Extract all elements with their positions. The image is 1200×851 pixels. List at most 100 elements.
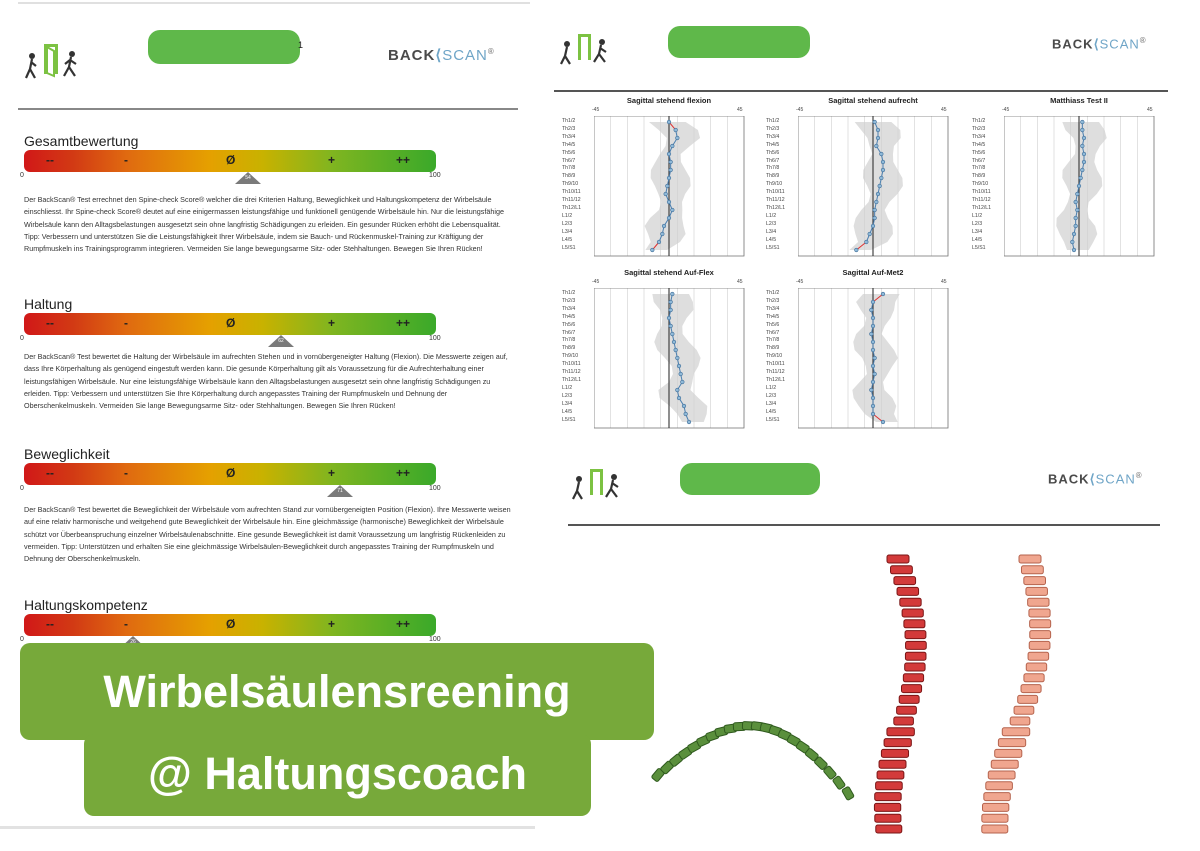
data-point bbox=[673, 127, 678, 133]
vertebra-shape bbox=[874, 792, 902, 802]
vertebra-label: Th9/10 bbox=[766, 181, 783, 188]
vertebra-label: L1/2 bbox=[972, 212, 983, 219]
data-point bbox=[1070, 239, 1075, 245]
vertebra-label: Th4/5 bbox=[766, 141, 780, 148]
vertebra-shape bbox=[876, 770, 905, 780]
vertebra-label: Th12/L1 bbox=[972, 204, 992, 211]
data-point bbox=[872, 371, 877, 377]
x-tick-label: -45 bbox=[592, 107, 600, 113]
vertebra-shape bbox=[890, 565, 913, 575]
data-point bbox=[870, 363, 876, 369]
x-tick-label: 45 bbox=[737, 279, 743, 285]
vertebra-label: Th4/5 bbox=[766, 313, 780, 320]
vertebra-label: Th12/L1 bbox=[562, 204, 582, 211]
chart-title: Sagittal stehend Auf-Flex bbox=[624, 268, 714, 277]
data-point bbox=[880, 291, 886, 297]
data-point bbox=[666, 119, 672, 125]
vertebra-shape bbox=[1027, 651, 1050, 661]
x-tick-label: 45 bbox=[941, 279, 947, 285]
data-point bbox=[1081, 159, 1087, 165]
data-point bbox=[666, 215, 672, 221]
data-point bbox=[1076, 183, 1082, 189]
bar-label-good: + bbox=[328, 153, 336, 167]
data-point bbox=[874, 199, 879, 205]
vertebra-shape bbox=[899, 597, 922, 607]
vertebra-shape bbox=[905, 640, 927, 650]
chart-plot bbox=[798, 116, 949, 257]
data-point bbox=[1071, 247, 1077, 253]
score-marker: 62 bbox=[268, 335, 294, 347]
x-tick-label: -45 bbox=[592, 279, 600, 285]
data-point bbox=[665, 183, 670, 189]
vertebra-shape bbox=[900, 684, 923, 694]
vertebra-shape bbox=[1029, 619, 1052, 629]
section-text-haltung: Der BackScan® Test bewertet die Haltung … bbox=[24, 352, 508, 411]
data-point bbox=[666, 199, 672, 205]
vertebra-shape bbox=[997, 738, 1027, 748]
logo-back: BACK bbox=[1048, 471, 1090, 487]
header-divider bbox=[18, 108, 518, 110]
data-point bbox=[670, 207, 675, 213]
vertebra-label: L3/4 bbox=[562, 400, 573, 407]
data-point bbox=[1080, 119, 1085, 125]
vertebra-label: Th11/12 bbox=[972, 197, 991, 204]
data-point bbox=[668, 159, 673, 165]
data-point bbox=[680, 379, 685, 385]
bar-label-very-bad: -- bbox=[46, 466, 54, 480]
vertebra-label: L5/S1 bbox=[972, 244, 986, 251]
bar-label-very-bad: -- bbox=[46, 153, 54, 167]
banner-subtitle: @ Haltungscoach bbox=[148, 748, 527, 799]
vertebra-shape bbox=[1023, 673, 1045, 683]
vertebra-shape bbox=[814, 756, 828, 770]
data-point bbox=[869, 331, 874, 337]
scale-max: 100 bbox=[429, 485, 441, 492]
vertebra-label: Th4/5 bbox=[562, 141, 576, 148]
vertebra-label: Th9/10 bbox=[562, 353, 579, 360]
data-point bbox=[675, 355, 680, 361]
series-segment bbox=[872, 413, 884, 423]
vertebra-label: L2/3 bbox=[562, 392, 573, 399]
data-point bbox=[671, 339, 677, 345]
vertebra-shape bbox=[898, 694, 920, 704]
series-segment bbox=[856, 241, 867, 251]
data-point bbox=[864, 239, 869, 245]
data-point bbox=[670, 331, 675, 337]
data-point bbox=[870, 347, 876, 353]
bar-label-average: Ø bbox=[226, 617, 236, 631]
data-point bbox=[1080, 143, 1085, 149]
vertebra-label: L1/2 bbox=[766, 212, 777, 219]
score-value: 26 bbox=[130, 639, 136, 645]
section-title-beweglichkeit: Beweglichkeit bbox=[24, 446, 110, 462]
chart-plot bbox=[594, 288, 745, 429]
vertebra-label: Th5/6 bbox=[766, 321, 780, 328]
data-point bbox=[668, 323, 673, 329]
data-point bbox=[1073, 215, 1078, 221]
data-point bbox=[870, 223, 876, 229]
score-marker: 54 bbox=[235, 172, 261, 184]
x-tick-label: 45 bbox=[941, 107, 947, 113]
chart-title: Sagittal stehend aufrecht bbox=[828, 96, 918, 105]
vertebra-label: L2/3 bbox=[972, 220, 983, 227]
vertebra-shape bbox=[893, 576, 917, 586]
vertebra-shape bbox=[1028, 608, 1051, 618]
vertebra-shape bbox=[893, 716, 914, 726]
backscan-logo: BACK⟨SCAN® bbox=[388, 47, 495, 64]
data-point bbox=[1080, 167, 1085, 173]
vertebra-shape bbox=[823, 765, 837, 780]
scale-min: 0 bbox=[20, 636, 24, 643]
vertebra-shape bbox=[1013, 705, 1035, 715]
norm-band bbox=[652, 294, 708, 422]
vertebra-shape bbox=[1017, 694, 1039, 704]
x-tick-label: 45 bbox=[1147, 107, 1153, 113]
score-bar-haltung: -- - Ø + ++ bbox=[24, 313, 436, 335]
scale-max: 100 bbox=[429, 172, 441, 179]
vertebra-shape bbox=[832, 775, 846, 790]
vertebra-label: Th10/11 bbox=[562, 361, 581, 368]
scale-max: 100 bbox=[429, 636, 441, 643]
data-point bbox=[872, 215, 877, 221]
data-point bbox=[870, 299, 876, 305]
